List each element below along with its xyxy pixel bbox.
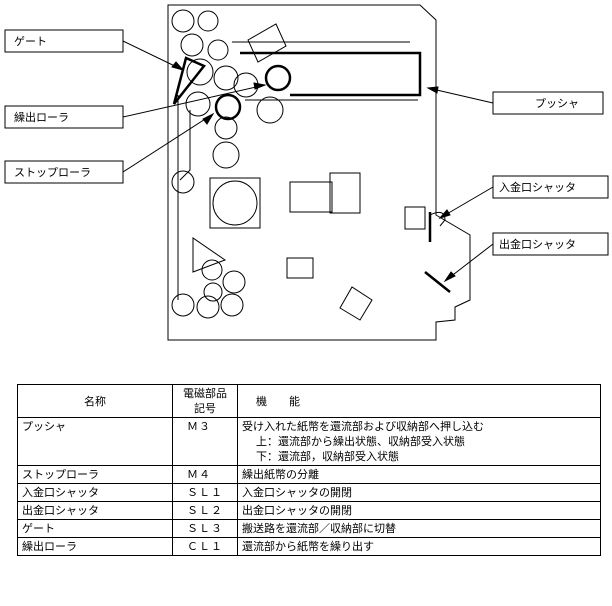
- roller: [212, 141, 240, 169]
- cell-symbol: Ｍ４: [172, 465, 238, 484]
- drum: [212, 180, 258, 226]
- cell-name: プッシャ: [17, 417, 173, 466]
- stop-roller: [264, 64, 292, 92]
- cell-symbol: ＳＬ２: [172, 501, 238, 520]
- header-function: 機 能: [237, 384, 601, 418]
- roller: [222, 270, 246, 294]
- cell-name: 出金口シャッタ: [17, 501, 173, 520]
- roller: [256, 96, 284, 124]
- pusher: [240, 51, 422, 97]
- roller: [213, 65, 239, 91]
- leader-line: [122, 113, 214, 173]
- guide-triangle: [192, 237, 227, 273]
- roller: [171, 170, 195, 194]
- roller: [186, 58, 214, 86]
- cell-symbol: ＳＬ３: [172, 519, 238, 538]
- label-inlet-shutter: 入金口シャッタ: [499, 180, 576, 194]
- arrowhead: [202, 112, 215, 125]
- cell-symbol: ＳＬ１: [172, 483, 238, 502]
- table-row: 繰出ローラ ＣＬ１ 還流部から紙幣を繰り出す: [17, 537, 601, 556]
- cell-function: 繰出紙幣の分離: [237, 465, 601, 484]
- label-stop-roller: ストップローラ: [14, 166, 91, 179]
- cell-name: 入金口シャッタ: [17, 483, 173, 502]
- leader-line: [122, 84, 266, 118]
- table-row: ストップローラ Ｍ４ 繰出紙幣の分離: [17, 465, 601, 484]
- arrowhead: [443, 271, 456, 283]
- roller: [203, 282, 223, 302]
- label-outlet-shutter: 出金口シャッタ: [499, 237, 576, 251]
- outlet-shutter: [424, 271, 451, 293]
- roller: [196, 295, 220, 319]
- cassette-flap: [339, 286, 373, 321]
- label-feed-roller: 繰出ローラ: [14, 110, 69, 124]
- table-row: プッシャ Ｍ３ 受け入れた紙幣を還流部および収納部へ押し込む 上：還流部から繰出…: [17, 417, 601, 466]
- roller: [201, 259, 223, 281]
- component-table: 名称 電磁部品 記号 機 能 プッシャ Ｍ３ 受け入れた紙幣を還流部および収納部…: [17, 384, 601, 556]
- arrowhead: [438, 209, 451, 219]
- roller: [220, 293, 244, 317]
- arrowhead: [426, 86, 439, 94]
- cell-function: 入金口シャッタの開閉: [237, 483, 601, 502]
- leader-line: [427, 87, 494, 104]
- shutter-hook: [429, 211, 446, 227]
- table-row: 入金口シャッタ ＳＬ１ 入金口シャッタの開閉: [17, 483, 601, 502]
- roller: [171, 9, 195, 33]
- cell-name: ゲート: [17, 519, 173, 538]
- cell-symbol: Ｍ３: [172, 417, 238, 466]
- label-gate: ゲート: [14, 35, 47, 48]
- motor-block: [329, 172, 361, 214]
- label-pusher: プッシャ: [535, 97, 579, 110]
- roller: [207, 39, 229, 61]
- cell-function: 搬送路を還流部／収納部に切替: [237, 519, 601, 538]
- header-name: 名称: [17, 384, 173, 418]
- cell-name: ストップローラ: [17, 465, 173, 484]
- mechanism-diagram: ゲート 繰出ローラ ストップローラ プッシャ 入金口シャッタ 出金口シャッタ: [4, 4, 609, 341]
- function-subtext: 下：還流部，収納部受入状態: [256, 450, 399, 463]
- transport-path: [177, 95, 191, 300]
- header-symbol: 電磁部品 記号: [172, 384, 238, 418]
- cassette-flap: [247, 23, 287, 63]
- motor-block: [289, 181, 333, 213]
- cell-function: 還流部から紙幣を繰り出す: [237, 537, 601, 556]
- table-row: 出金口シャッタ ＳＬ２ 出金口シャッタの開閉: [17, 501, 601, 520]
- roller: [214, 116, 238, 140]
- feed-roller: [214, 93, 242, 121]
- gate: [172, 56, 206, 105]
- roller: [171, 293, 195, 317]
- drum-box: [209, 177, 261, 229]
- cell-function: 出金口シャッタの開閉: [237, 501, 601, 520]
- cell-symbol: ＣＬ１: [172, 537, 238, 556]
- cell-function: 受け入れた紙幣を還流部および収納部へ押し込む 上：還流部から繰出状態、収納部受入…: [237, 417, 601, 466]
- sensor-block: [404, 206, 426, 230]
- table-row: ゲート ＳＬ３ 搬送路を還流部／収納部に切替: [17, 519, 601, 538]
- roller: [185, 91, 211, 117]
- function-text: 受け入れた紙幣を還流部および収納部へ押し込む: [242, 420, 484, 433]
- function-subtext: 上：還流部から繰出状態、収納部受入状態: [256, 435, 465, 448]
- arrowhead: [171, 61, 185, 71]
- roller: [197, 10, 219, 32]
- table-header-row: 名称 電磁部品 記号 機 能: [17, 384, 601, 418]
- arrowhead: [253, 82, 267, 90]
- cell-name: 繰出ローラ: [17, 537, 173, 556]
- roller: [180, 33, 204, 57]
- sensor-block: [286, 257, 314, 279]
- machine-outline: [167, 4, 471, 341]
